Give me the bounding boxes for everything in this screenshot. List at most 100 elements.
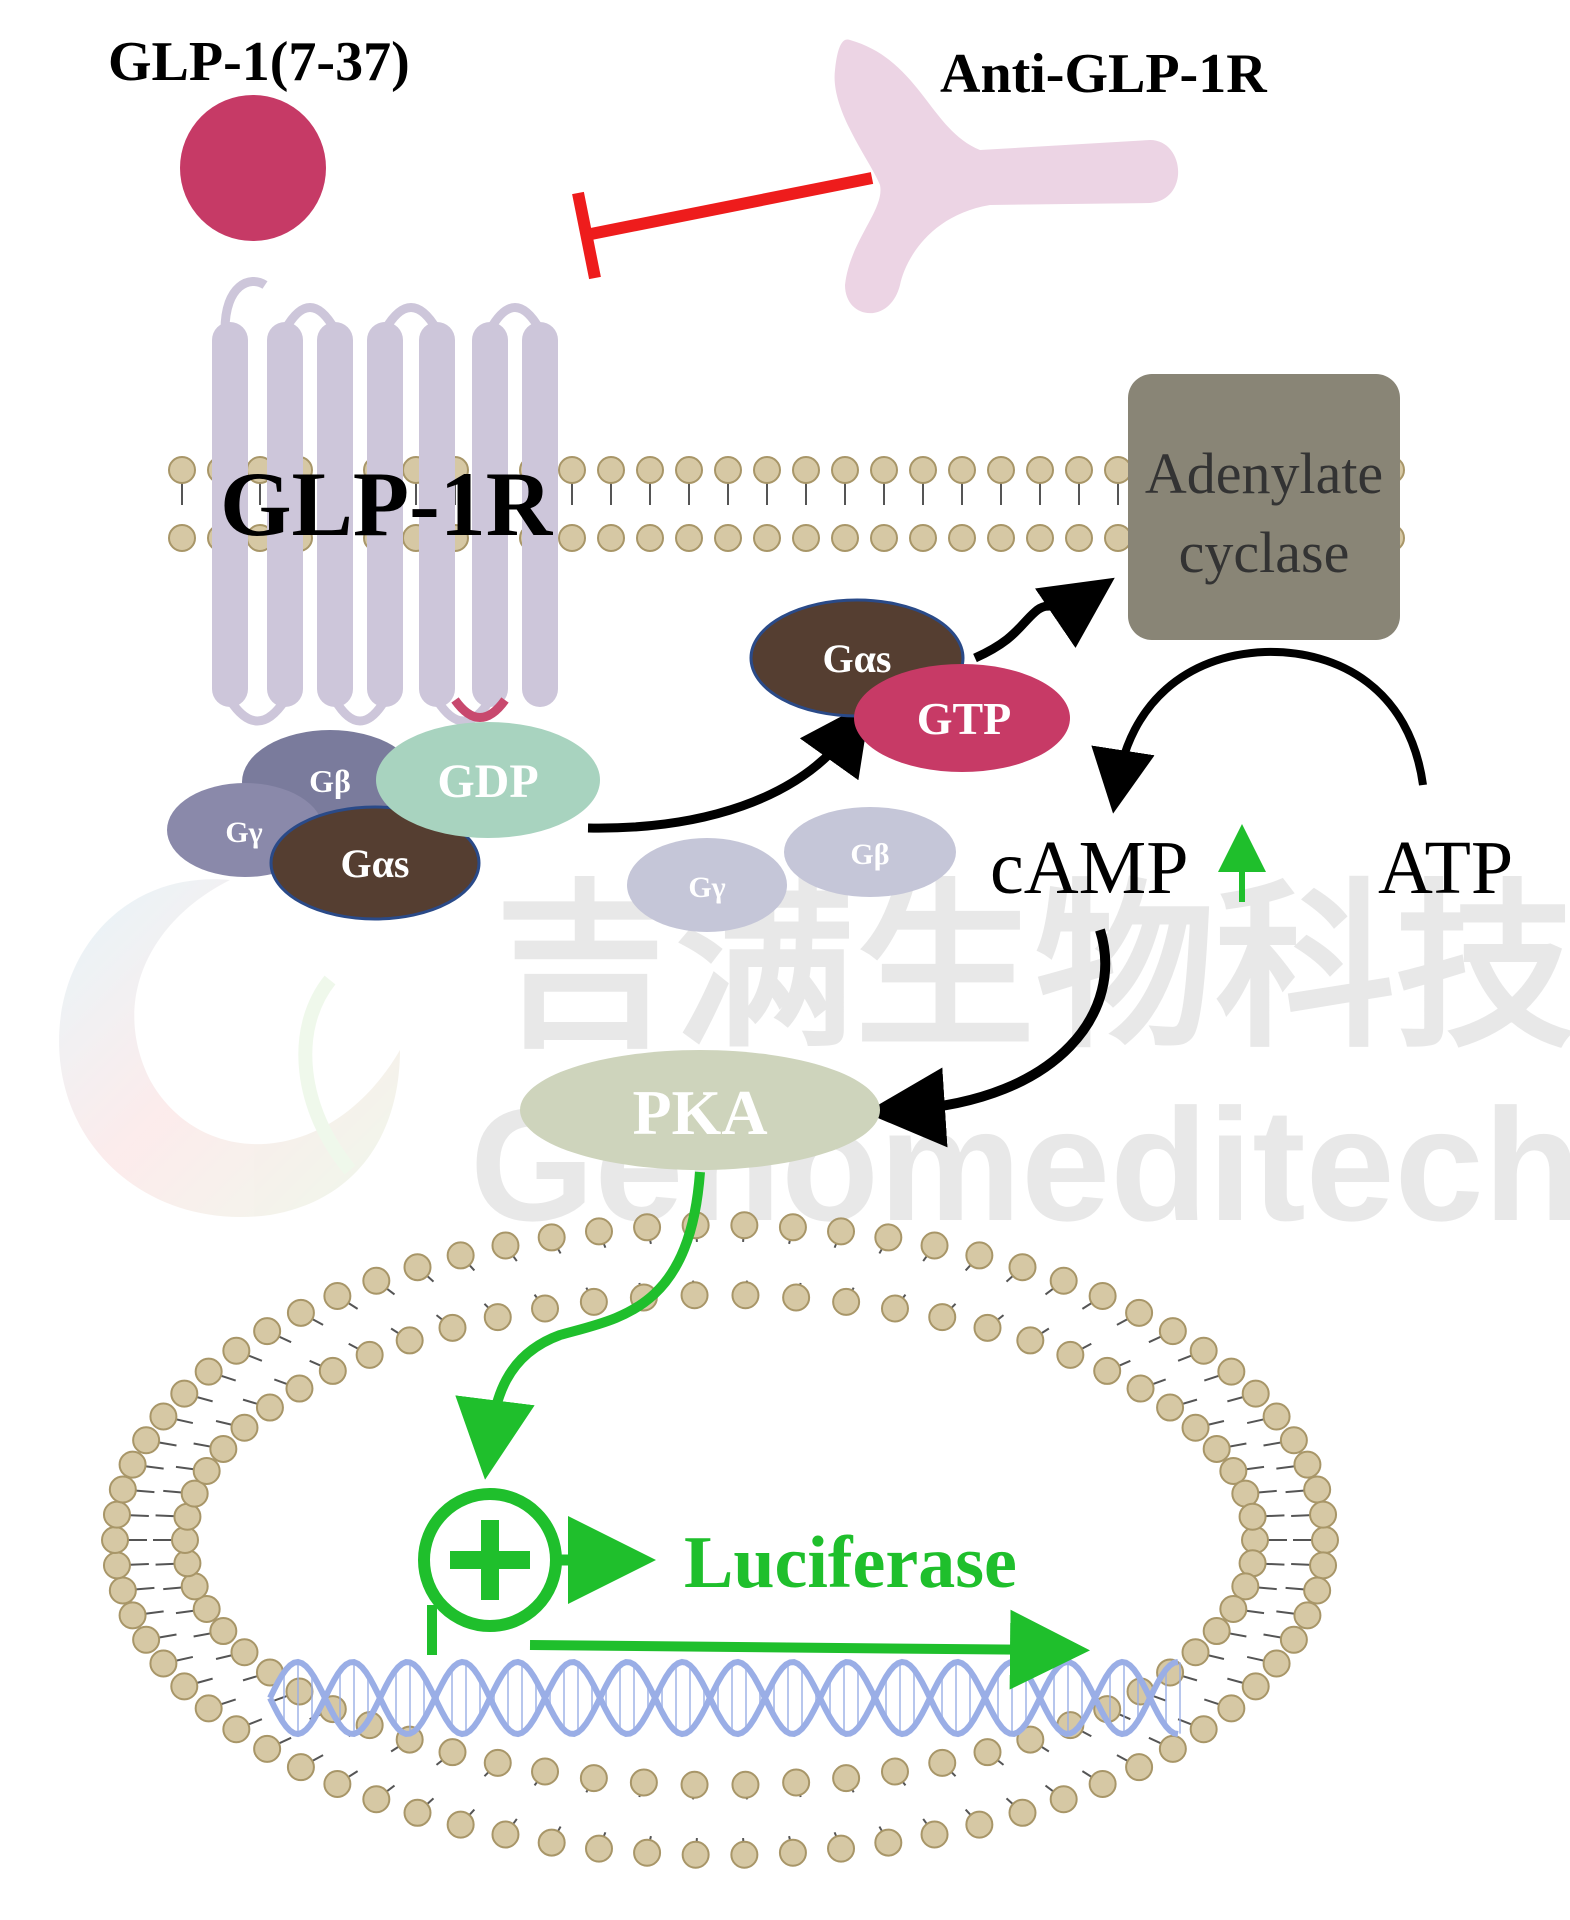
lipid-head bbox=[1126, 1374, 1155, 1403]
g-alpha-active-label: Gαs bbox=[822, 636, 891, 681]
lipid-head bbox=[286, 1298, 315, 1327]
lipid-head bbox=[108, 1475, 137, 1504]
lipid-head bbox=[194, 1357, 223, 1386]
lipid-head bbox=[403, 1798, 432, 1827]
atp-to-camp-arrow bbox=[1091, 647, 1427, 814]
lipid-head bbox=[714, 524, 742, 552]
receptor-helix bbox=[472, 322, 508, 707]
lipid-head bbox=[230, 1413, 259, 1442]
lipid-head bbox=[132, 1426, 161, 1455]
activation-arrow bbox=[587, 700, 871, 833]
stimulation-arrow bbox=[973, 577, 1115, 663]
lipid-head bbox=[192, 1456, 221, 1485]
lipid-head bbox=[180, 1479, 209, 1508]
lipid-head bbox=[584, 1217, 613, 1246]
pka bbox=[520, 1050, 880, 1170]
lipid-head bbox=[1008, 1798, 1037, 1827]
lipid-head bbox=[1056, 1340, 1085, 1369]
lipid-head bbox=[1219, 1595, 1248, 1624]
lipid-head bbox=[584, 1834, 613, 1863]
nuclear-membrane bbox=[101, 1211, 1339, 1869]
g-alpha-bound bbox=[269, 805, 481, 921]
lipid-head bbox=[395, 1326, 424, 1355]
lipid-head bbox=[1156, 1658, 1185, 1687]
transcription-arrow bbox=[529, 1609, 1090, 1690]
lipid-head bbox=[1309, 1500, 1338, 1529]
lipid-head bbox=[323, 1281, 352, 1310]
lipid-head bbox=[491, 1820, 520, 1849]
g-beta-bound-label: Gβ bbox=[309, 763, 351, 799]
receptor-n-terminus bbox=[220, 277, 268, 331]
lipid-head bbox=[118, 1450, 147, 1479]
lipid-head bbox=[831, 524, 859, 552]
lipid-head bbox=[1026, 524, 1054, 552]
lipid-head bbox=[1309, 1551, 1338, 1580]
ligand-label: GLP-1(7-37) bbox=[108, 31, 410, 93]
lipid-head bbox=[753, 456, 781, 484]
lipid-head bbox=[362, 1785, 391, 1814]
lipid-head bbox=[1241, 1672, 1270, 1701]
camp-label: cAMP bbox=[990, 826, 1188, 910]
lipid-head bbox=[629, 1768, 658, 1797]
lipid-head bbox=[1049, 1266, 1078, 1295]
lipid-head bbox=[170, 1672, 199, 1701]
lipid-head bbox=[446, 1241, 475, 1270]
lipid-head bbox=[180, 1572, 209, 1601]
receptor-loop bbox=[381, 303, 441, 333]
inhibition-bar bbox=[572, 191, 601, 280]
inhibition-line bbox=[584, 172, 874, 241]
lipid-head bbox=[286, 1753, 315, 1782]
lipid-head bbox=[1241, 1379, 1270, 1408]
lipid-head bbox=[1104, 456, 1132, 484]
watermark: 吉满生物科技 Genomeditech bbox=[59, 868, 1570, 1254]
lipid-head bbox=[171, 1526, 199, 1554]
lipid-head bbox=[987, 524, 1015, 552]
luciferase-label: Luciferase bbox=[684, 1522, 1017, 1604]
lipid-head bbox=[827, 1834, 856, 1863]
receptor-helix bbox=[317, 322, 353, 707]
lipid-head bbox=[579, 1287, 608, 1316]
lipid-head bbox=[1158, 1317, 1187, 1346]
lipid-head bbox=[118, 1601, 147, 1630]
adenylate-cyclase-label-2: cyclase bbox=[1179, 520, 1350, 585]
lipid-head bbox=[1093, 1356, 1122, 1385]
lipid-head bbox=[636, 524, 664, 552]
lipid-head bbox=[827, 1217, 856, 1246]
receptor-loop bbox=[281, 303, 339, 333]
lipid-head bbox=[209, 1434, 238, 1463]
receptor-helix bbox=[367, 322, 403, 707]
receptor-helix bbox=[522, 322, 558, 707]
lipid-head bbox=[230, 1638, 259, 1667]
antibody-label: Anti-GLP-1R bbox=[940, 43, 1267, 105]
lipid-head bbox=[446, 1810, 475, 1839]
lipid-head bbox=[1189, 1336, 1218, 1365]
lipid-head bbox=[832, 1764, 861, 1793]
lipid-head bbox=[597, 456, 625, 484]
lipid-head bbox=[1065, 524, 1093, 552]
lipid-head bbox=[1088, 1770, 1117, 1799]
lipid-head bbox=[362, 1266, 391, 1295]
lipid-head bbox=[730, 1211, 759, 1240]
lipid-head bbox=[597, 524, 625, 552]
lipid-head bbox=[909, 456, 937, 484]
lipid-head bbox=[1016, 1725, 1045, 1754]
lipid-head bbox=[792, 524, 820, 552]
lipid-head bbox=[965, 1241, 994, 1270]
lipid-head bbox=[1158, 1734, 1187, 1763]
receptor-label: GLP-1R bbox=[220, 453, 554, 555]
receptor-helix bbox=[267, 322, 303, 707]
adenylate-cyclase-label-1: Adenylate bbox=[1145, 441, 1383, 506]
ligand-ball bbox=[180, 95, 326, 241]
lipid-head bbox=[102, 1551, 131, 1580]
lipid-head bbox=[874, 1828, 903, 1857]
lipid-head bbox=[222, 1715, 251, 1744]
lipid-head bbox=[1125, 1753, 1154, 1782]
g-beta-free bbox=[784, 807, 956, 897]
lipid-head bbox=[1219, 1456, 1248, 1485]
lipid-head bbox=[483, 1748, 512, 1777]
lipid-head bbox=[1303, 1475, 1332, 1504]
gdp-label: GDP bbox=[437, 755, 538, 808]
g-gamma-free bbox=[627, 838, 787, 932]
lipid-head bbox=[194, 1694, 223, 1723]
lipid-head bbox=[403, 1253, 432, 1282]
